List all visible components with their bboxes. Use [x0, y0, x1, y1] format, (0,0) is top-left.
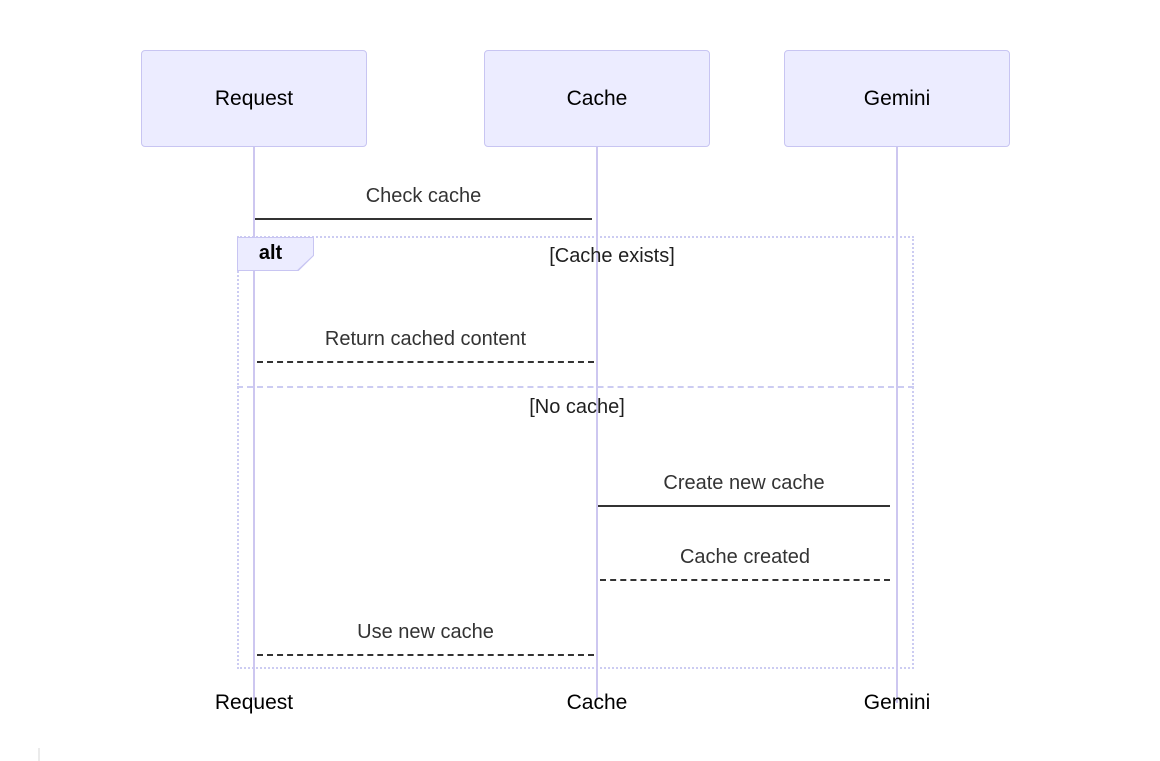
lifeline-request	[253, 147, 255, 700]
actor-box-request: Request	[141, 50, 367, 147]
alt-section-divider	[237, 386, 914, 388]
message-cache-created-line	[600, 579, 890, 581]
actor-bottom-label-request: Request	[214, 691, 294, 714]
alt-label-text: alt	[238, 238, 313, 270]
message-cache-created-label: Cache created	[679, 546, 811, 568]
actor-label-cache: Cache	[566, 86, 628, 110]
message-create-new-cache-label: Create new cache	[663, 472, 825, 494]
actor-bottom-label-cache: Cache	[566, 691, 628, 714]
message-return-cached-content: Return cached content	[257, 326, 594, 363]
message-create-new-cache: Create new cache	[598, 470, 890, 507]
message-use-new-cache-line	[257, 654, 594, 656]
actor-label-gemini: Gemini	[863, 86, 931, 110]
alt-frame	[237, 236, 914, 669]
message-return-cached-content-line	[257, 361, 594, 363]
message-check-cache-label: Check cache	[365, 185, 482, 207]
message-check-cache-line	[255, 218, 592, 220]
condition-no-cache: [No cache]	[529, 396, 625, 418]
actor-box-gemini: Gemini	[784, 50, 1010, 147]
actor-bottom-label-gemini: Gemini	[863, 691, 931, 714]
lifeline-cache	[596, 147, 598, 700]
message-return-cached-content-label: Return cached content	[324, 328, 527, 350]
actor-label-request: Request	[214, 86, 294, 110]
condition-cache-exists: [Cache exists]	[549, 245, 675, 267]
lifeline-gemini	[896, 147, 898, 703]
stray-mark	[38, 748, 40, 761]
message-cache-created: Cache created	[600, 544, 890, 581]
message-use-new-cache: Use new cache	[257, 619, 594, 656]
message-check-cache: Check cache	[255, 183, 592, 220]
alt-operator-label: alt	[237, 237, 314, 271]
message-create-new-cache-line	[598, 505, 890, 507]
actor-box-cache: Cache	[484, 50, 710, 147]
message-use-new-cache-label: Use new cache	[357, 621, 494, 643]
